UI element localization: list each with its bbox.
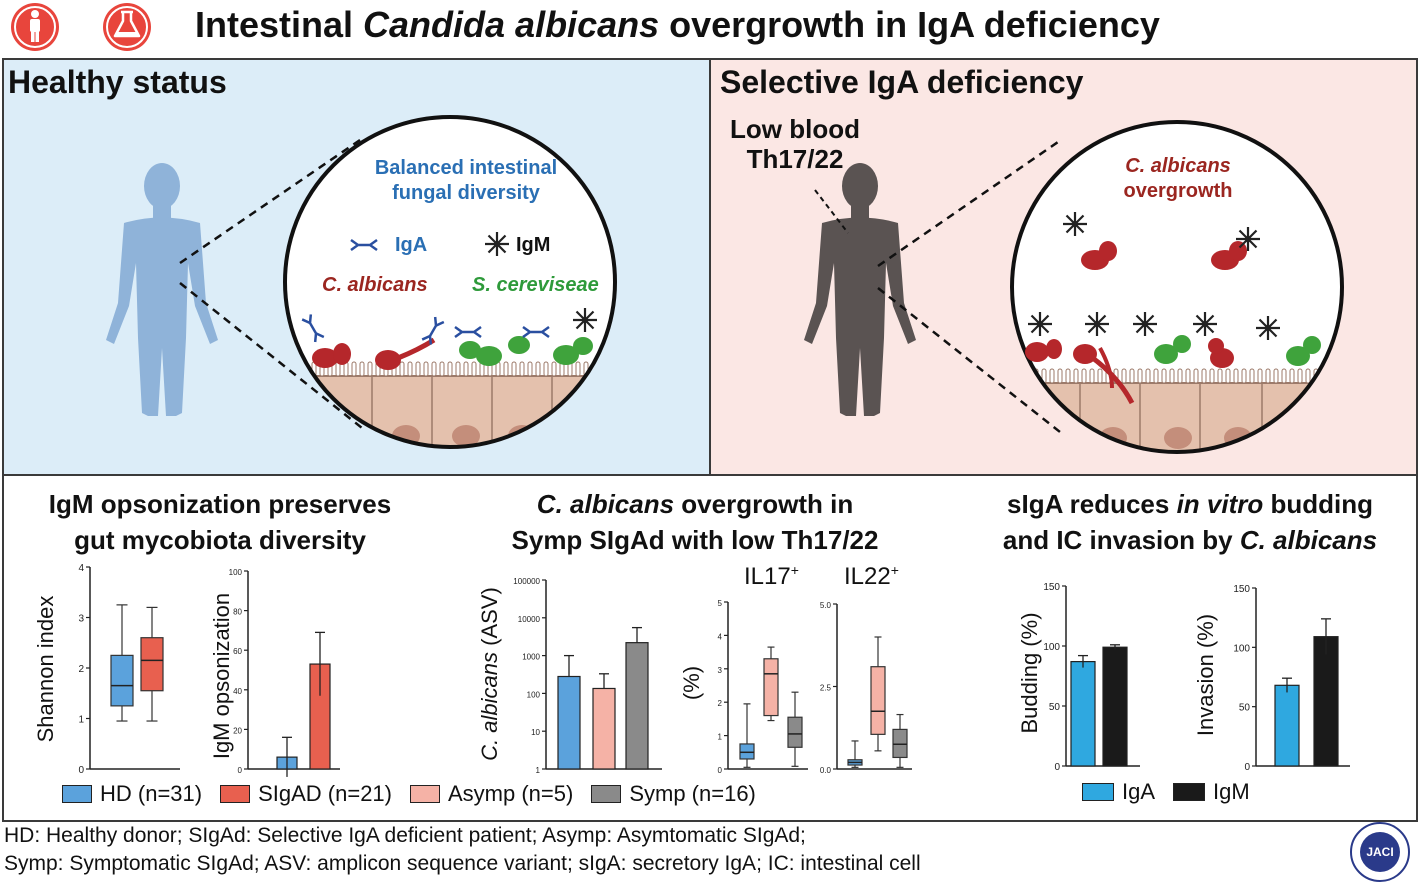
footnote-line-1: HD: Healthy donor; SIgAd: Selective IgA … [4, 824, 806, 847]
chart-0-tick-label: 1 [78, 715, 84, 726]
box-hd [110, 654, 134, 707]
sigad-human-silhouette [804, 163, 916, 416]
legend-hd-label: HD (n=31) [100, 781, 203, 806]
chart-6-tick-label: 150 [1233, 584, 1250, 595]
legend-hd-swatch [62, 785, 92, 803]
chart-5-tick-label: 100 [1043, 642, 1060, 653]
chart-1-tick-label: 80 [233, 608, 242, 617]
bar-iga [1070, 660, 1096, 767]
chart-6-tick-label: 0 [1244, 762, 1250, 773]
header-icons [11, 3, 151, 51]
chart-2-tick-label: 100 [527, 690, 541, 699]
healthy-status-title: Healthy status [8, 64, 227, 100]
bar-iga [1274, 684, 1300, 767]
chart-1-tick-label: 0 [238, 766, 243, 775]
chart-2-tick-label: 100000 [513, 577, 540, 586]
chart-5-tick-label: 150 [1043, 582, 1060, 593]
legend-iga-label: IgA [1122, 779, 1156, 804]
box-hd [739, 743, 755, 760]
footnote-line-2: Symp: Symptomatic SIgAd; ASV: amplicon s… [4, 852, 921, 875]
chart-0-tick-label: 0 [78, 765, 84, 776]
bar-igm [1102, 646, 1128, 767]
chart-3-tick-label: 4 [718, 632, 723, 641]
chart-6-tick-label: 50 [1239, 703, 1251, 714]
legend-igm-swatch [1173, 783, 1206, 801]
legend-symp-label: Symp (n=16) [629, 781, 756, 806]
chart-4-tick-label: 2.5 [820, 684, 832, 693]
journal-badge: JACI [1350, 822, 1410, 882]
iga-label: IgA [395, 234, 428, 256]
results-panel [2, 474, 1418, 822]
box-symp [787, 716, 803, 748]
bar-symp [625, 642, 649, 770]
person-icon [11, 3, 59, 51]
il17-title: IL17+ [744, 562, 799, 590]
chart-5-tick-label: 0 [1054, 762, 1060, 773]
healthy-c-albicans-cells [312, 337, 436, 370]
box-asymp [870, 666, 886, 735]
healthy-s-cereviseae-cells [459, 336, 593, 366]
chart-2-tick-label: 1000 [522, 653, 540, 662]
il22-title: IL22+ [844, 562, 899, 590]
healthy-human-silhouette [106, 163, 218, 416]
legend-asymp-label: Asymp (n=5) [448, 781, 574, 806]
chart-1-tick-label: 40 [233, 687, 242, 696]
chart-1-tick-label: 20 [233, 726, 242, 735]
chart-4-tick-label: 5.0 [820, 601, 832, 610]
illustration-layer [106, 115, 1344, 454]
chart-2-tick-label: 10 [531, 728, 540, 737]
box-sigad [140, 637, 164, 692]
chart-3-tick-label: 5 [718, 599, 723, 608]
chart-0-tick-label: 4 [78, 563, 84, 574]
c-albicans-label: C. albicans [322, 274, 428, 296]
chart-3-tick-label: 0 [718, 766, 723, 775]
s-cereviseae-label: S. cereviseae [472, 274, 599, 296]
sigad-s-cereviseae-cells [1154, 335, 1321, 366]
chart-0-tick-label: 3 [78, 614, 84, 625]
legend-asymp-swatch [410, 785, 440, 803]
chart-3-tick-label: 3 [718, 666, 723, 675]
chart-5-tick-label: 50 [1049, 702, 1061, 713]
legend-symp-swatch [591, 785, 622, 803]
bar-igm [1313, 636, 1339, 767]
chart-3-tick-label: 2 [718, 699, 723, 708]
legend-sigad-swatch [220, 785, 251, 803]
group-legend: HD (n=31) SIgAD (n=21) Asymp (n=5) Symp … [62, 781, 756, 807]
igm-label: IgM [516, 234, 551, 256]
bar-hd [557, 675, 581, 770]
flask-icon [103, 3, 151, 51]
chart-6-tick-label: 100 [1233, 643, 1250, 654]
chart-0-tick-label: 2 [78, 664, 84, 675]
chart-3-tick-label: 1 [718, 733, 723, 742]
journal-badge-text: JACI [1360, 832, 1400, 872]
legend-igm-label: IgM [1213, 779, 1250, 804]
antibody-legend: IgA IgM [1082, 779, 1250, 805]
box-asymp [763, 658, 779, 717]
box-symp [892, 728, 908, 759]
overgrowth-heading: C. albicans overgrowth in Symp SIgAd wit… [511, 489, 879, 555]
chart-4-tick-label: 0.0 [820, 766, 832, 775]
sigad-c-albicans-cells [1025, 241, 1247, 405]
bar-asymp [592, 687, 616, 770]
chart-2-tick-label: 10000 [518, 615, 541, 624]
page-title: Intestinal Candida albicans overgrowth i… [195, 4, 1160, 45]
legend-iga-swatch [1082, 783, 1114, 801]
chart-1-tick-label: 100 [229, 568, 243, 577]
iga-deficiency-title: Selective IgA deficiency [720, 64, 1084, 100]
siga-budding-heading: sIgA reduces in vitro budding and IC inv… [1002, 489, 1378, 555]
chart-2-tick-label: 1 [536, 766, 541, 775]
legend-sigad-label: SIgAD (n=21) [258, 781, 392, 806]
chart-1-tick-label: 60 [233, 647, 242, 656]
